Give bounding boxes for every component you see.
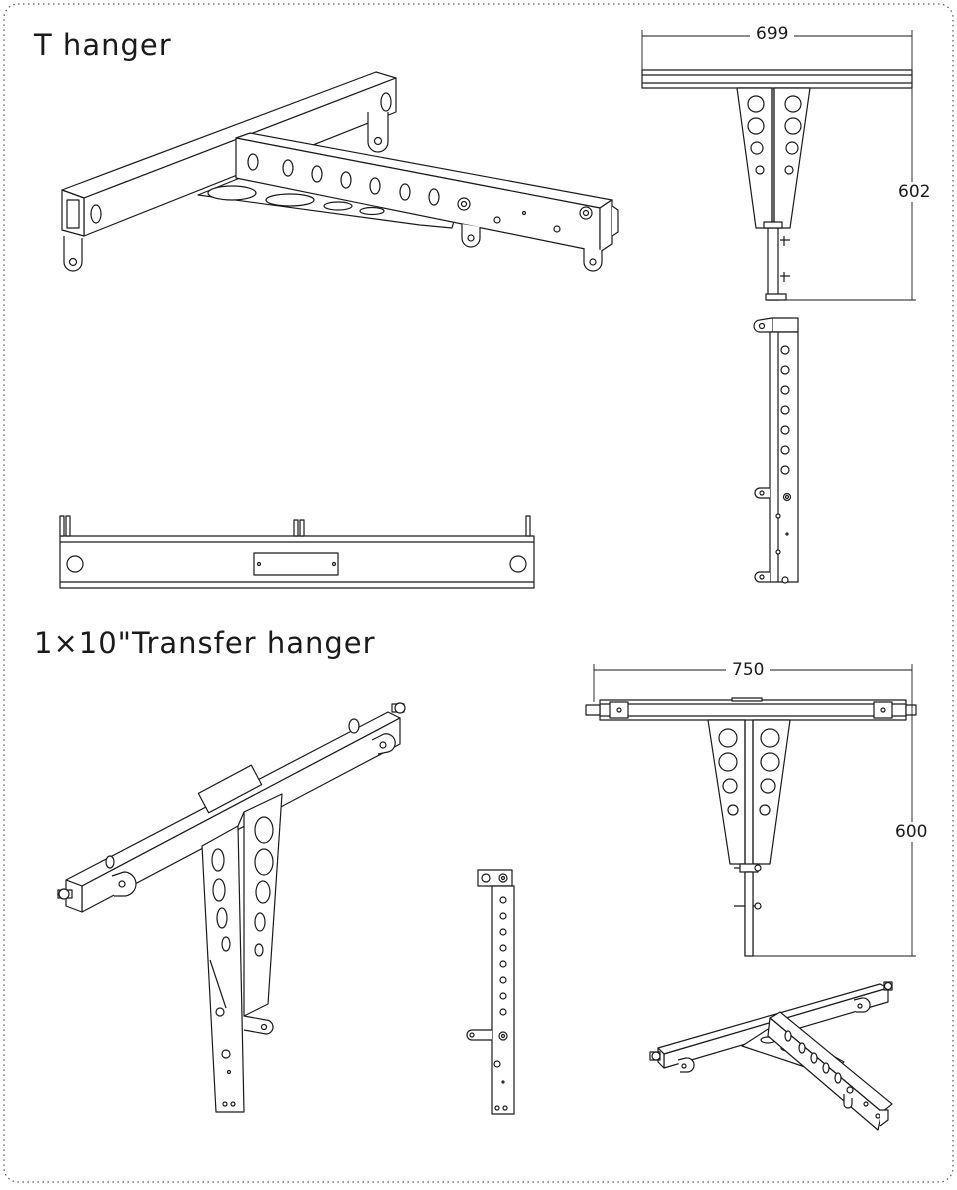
t-hanger-isometric-view [61, 71, 619, 272]
transfer-height-dimension: 600 [893, 822, 930, 842]
t-width-dimension: 699 [750, 24, 795, 44]
dotted-border [3, 3, 954, 1183]
transfer-dimension-lines [593, 664, 916, 957]
transfer-hanger-side-view [466, 869, 515, 1115]
t-hanger-side-view [753, 317, 799, 584]
transfer-hanger-front-view [585, 697, 917, 957]
transfer-hanger-isometric-view [57, 702, 406, 1113]
t-hanger-front-view [641, 69, 913, 301]
transfer-hanger-small-isometric-view [649, 981, 893, 1131]
transfer-hanger-title: 1×10"Transfer hanger [34, 626, 376, 660]
t-hanger-title: T hanger [34, 28, 172, 62]
t-hanger-top-view [59, 515, 535, 589]
transfer-width-dimension: 750 [726, 660, 771, 680]
t-height-dimension: 602 [896, 182, 933, 202]
